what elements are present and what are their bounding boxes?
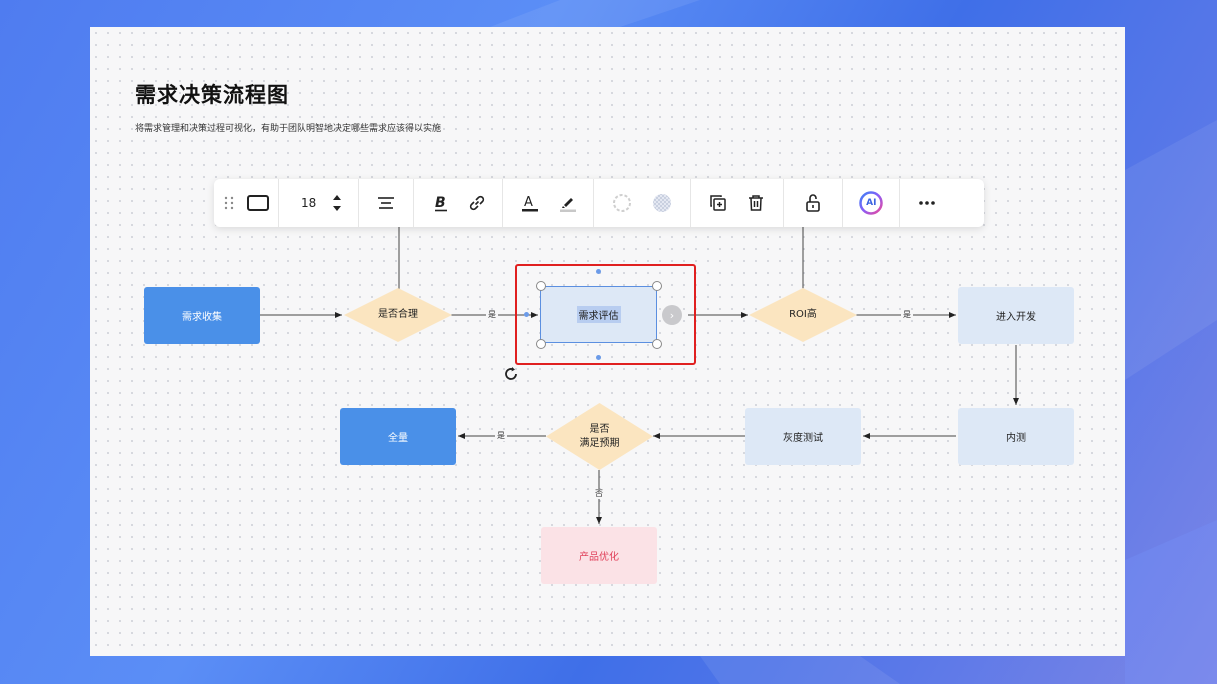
highlighter-icon[interactable] [559, 194, 577, 212]
font-size-stepper-icon[interactable] [332, 193, 342, 213]
resize-handle-tr[interactable] [652, 281, 662, 291]
decision-label-line2: 满足预期 [579, 437, 620, 449]
resize-handle-br[interactable] [652, 339, 662, 349]
ai-icon[interactable]: AI [859, 191, 884, 215]
connection-dot-left[interactable] [524, 312, 529, 317]
text-color-icon[interactable]: A [521, 194, 539, 212]
resize-handle-tl[interactable] [536, 281, 546, 291]
delete-icon[interactable] [747, 194, 765, 212]
edge-label-yes: 是 [901, 310, 913, 320]
more-icon[interactable] [918, 200, 936, 206]
node-full-release[interactable]: 全量 [340, 408, 456, 465]
connection-dot-top[interactable] [596, 269, 601, 274]
link-icon[interactable] [468, 194, 486, 212]
connectors [260, 223, 1019, 524]
bold-icon[interactable]: B [434, 194, 448, 212]
ai-label: AI [866, 198, 877, 208]
node-enter-dev[interactable]: 进入开发 [958, 287, 1074, 344]
node-label: 需求评估 [576, 306, 621, 323]
next-arrow-icon[interactable]: › [662, 305, 682, 325]
decision-reasonable[interactable]: 是否合理 [344, 288, 452, 342]
node-product-optimize[interactable]: 产品优化 [541, 527, 657, 584]
node-demand-evaluate[interactable]: 需求评估 [540, 286, 657, 343]
edge-label-yes: 是 [486, 310, 498, 320]
node-label: 全量 [388, 433, 408, 444]
floating-toolbar: 18 B A [214, 179, 984, 227]
selection-highlight [515, 264, 696, 365]
decision-meet-expectation[interactable]: 是否 满足预期 [546, 403, 653, 470]
connection-dot-bottom[interactable] [596, 355, 601, 360]
duplicate-icon[interactable] [709, 194, 727, 212]
node-label: 灰度测试 [783, 433, 823, 444]
decision-label: ROI高 [789, 309, 817, 320]
node-demand-collect[interactable]: 需求收集 [144, 287, 260, 344]
border-style-icon[interactable] [612, 193, 632, 213]
node-label: 内测 [1006, 433, 1026, 444]
node-label: 产品优化 [579, 552, 619, 563]
fill-style-icon[interactable] [652, 193, 672, 213]
rotate-icon[interactable] [502, 365, 520, 383]
node-label: 需求收集 [182, 312, 222, 323]
node-internal-test[interactable]: 内测 [958, 408, 1074, 465]
svg-text:B: B [435, 195, 446, 211]
drag-handle-icon[interactable] [224, 196, 234, 210]
shape-rect-icon[interactable] [246, 194, 270, 212]
resize-handle-bl[interactable] [536, 339, 546, 349]
page-subtitle: 将需求管理和决策过程可视化，有助于团队明智地决定哪些需求应该得以实施 [135, 124, 442, 134]
lock-icon[interactable] [804, 193, 822, 213]
align-center-icon[interactable] [377, 196, 395, 210]
decision-label: 是否合理 [378, 309, 418, 320]
edge-label-yes: 是 [495, 431, 507, 441]
font-size-value[interactable]: 18 [301, 196, 317, 210]
edge-label-no: 否 [593, 489, 605, 499]
node-gray-test[interactable]: 灰度测试 [745, 408, 861, 465]
decision-roi[interactable]: ROI高 [749, 288, 857, 342]
node-label: 进入开发 [996, 312, 1036, 323]
decision-label-line1: 是否 [589, 423, 610, 435]
whiteboard-canvas[interactable]: 需求决策流程图 将需求管理和决策过程可视化，有助于团队明智地决定哪些需求应该得以… [90, 27, 1125, 656]
svg-text:A: A [524, 195, 533, 210]
page-title: 需求决策流程图 [135, 83, 289, 107]
